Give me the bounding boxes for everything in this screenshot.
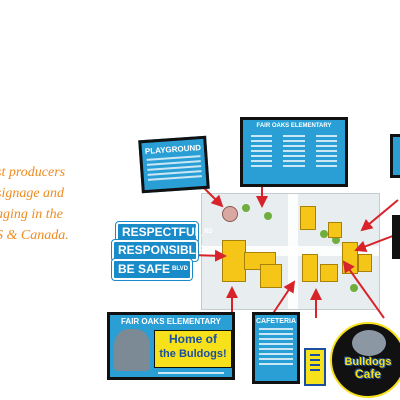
street-sign-name: RESPECTFUL <box>122 225 203 239</box>
walkway <box>288 194 298 309</box>
playground-sign-title: PLAYGROUND <box>144 143 202 156</box>
tree-icon <box>332 236 340 244</box>
tree-icon <box>242 204 250 212</box>
tagline-line-4: S & Canada. <box>0 228 69 243</box>
building <box>358 254 372 272</box>
building <box>300 206 316 230</box>
side-sign <box>390 134 400 178</box>
campus-map <box>201 193 380 310</box>
cafe-logo-line2: Cafe <box>354 367 381 381</box>
playground-sign: PLAYGROUND <box>138 135 210 194</box>
playground-circle <box>222 206 238 222</box>
building <box>302 254 318 282</box>
bulldogs-cafe-logo: Bulldogs Cafe <box>330 322 400 398</box>
tagline-line-2: signage and <box>0 186 65 201</box>
home-banner-sign: FAIR OAKS ELEMENTARY Home of the Buldogs… <box>107 312 235 380</box>
street-sign-name: RESPONSIBLE <box>118 243 205 257</box>
home-banner-line2: the Buldogs! <box>159 348 227 360</box>
tree-icon <box>350 284 358 292</box>
cafeteria-poster <box>304 348 326 386</box>
cafe-logo-line1: Bulldogs <box>344 356 392 368</box>
home-banner-school: FAIR OAKS ELEMENTARY <box>120 317 221 326</box>
tagline: st producers signage and aging in the S … <box>0 162 116 246</box>
bulldog-face-icon <box>352 330 386 356</box>
building <box>320 264 338 282</box>
tree-icon <box>264 212 272 220</box>
bulldog-mascot-icon <box>114 329 150 371</box>
tagline-line-3: aging in the <box>0 207 63 222</box>
building <box>260 264 282 288</box>
tree-icon <box>320 230 328 238</box>
side-sign-dark <box>392 215 400 259</box>
home-banner-line1: Home of <box>169 332 217 346</box>
school-rules-sign: FAIR OAKS ELEMENTARY <box>240 117 348 187</box>
school-rules-title: FAIR OAKS ELEMENTARY <box>256 123 332 129</box>
building <box>328 222 342 238</box>
cafeteria-sign: CAFETERIA <box>252 312 300 384</box>
tagline-line-1: st producers <box>0 165 66 180</box>
cafeteria-sign-title: CAFETERIA <box>255 318 297 325</box>
street-sign-name: BE SAFE <box>118 262 171 276</box>
building <box>342 242 358 274</box>
building <box>222 240 246 282</box>
